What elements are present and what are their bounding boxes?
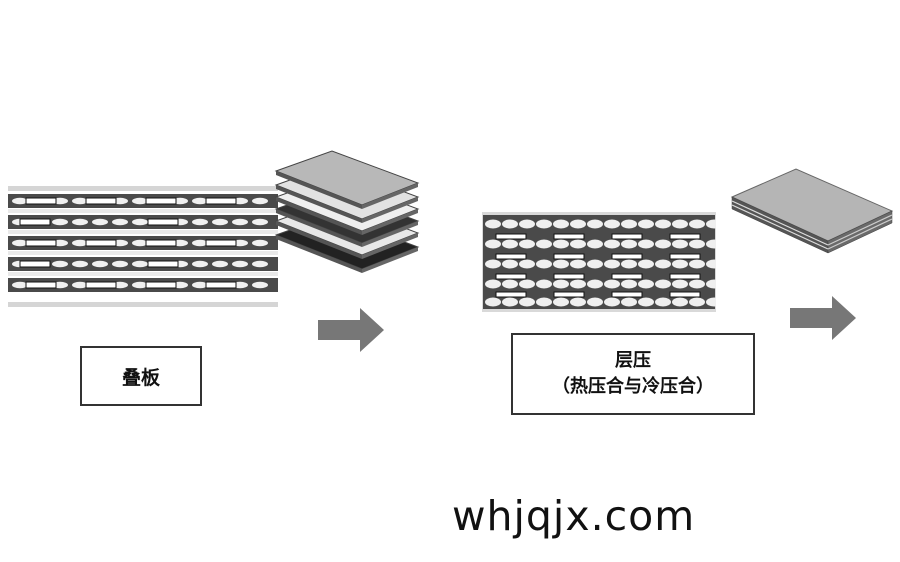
laminated-board-3d xyxy=(730,168,894,254)
lamination-label-subtitle: （热压合与冷压合） xyxy=(552,376,714,397)
right-arrow-icon xyxy=(318,308,384,352)
exploded-sheet-stack-3d xyxy=(274,150,420,273)
lamination-label-box: 层压 （热压合与冷压合） xyxy=(511,333,755,415)
stacking-cross-section xyxy=(8,186,278,308)
right-arrow-icon xyxy=(790,296,856,340)
stacking-label-box: 叠板 xyxy=(80,346,202,406)
laminated-cross-section xyxy=(482,212,716,312)
lamination-label-title: 层压 xyxy=(615,349,651,371)
watermark-text: whjqjx.com xyxy=(452,492,696,540)
stacking-label: 叠板 xyxy=(121,366,160,389)
